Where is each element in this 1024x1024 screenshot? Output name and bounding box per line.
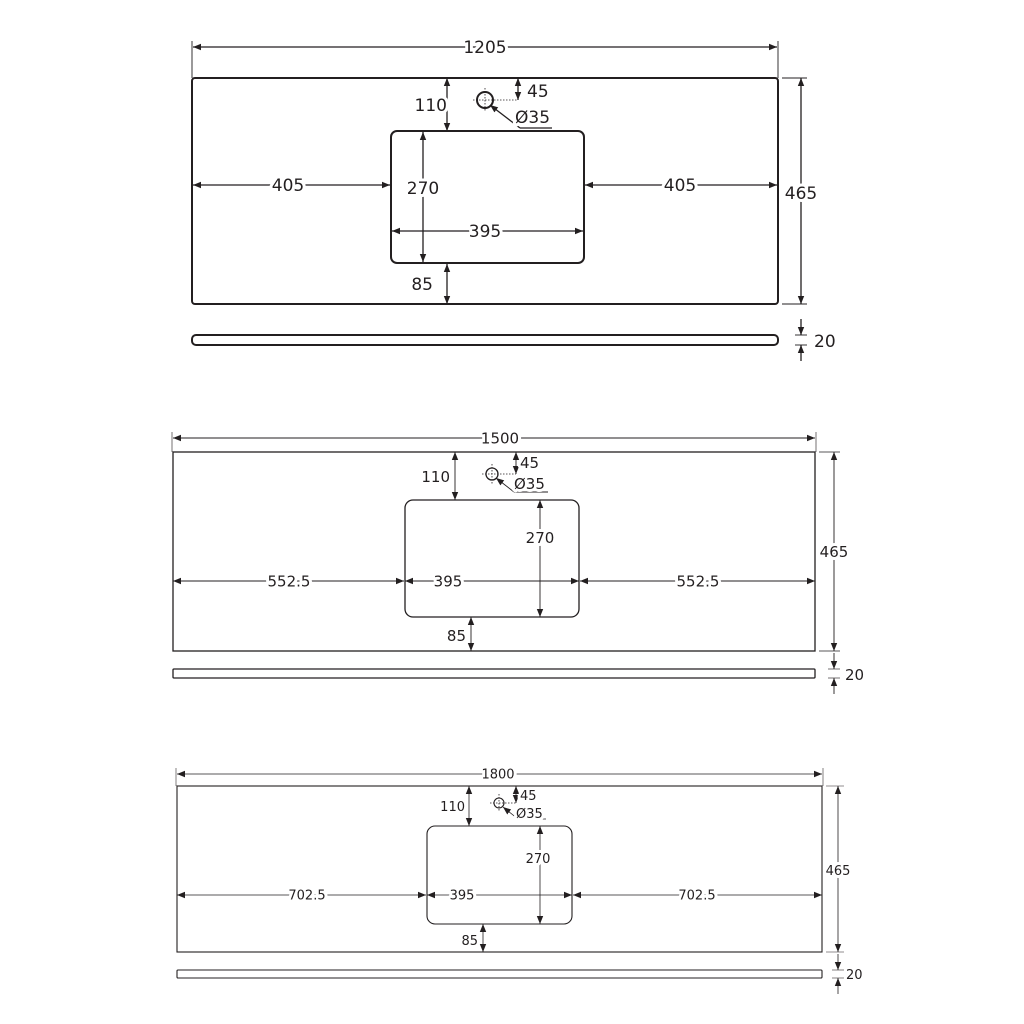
overall-width-label: 1800 — [481, 768, 514, 783]
basin-depth-label: 270 — [407, 179, 439, 199]
diameter-leader — [495, 477, 515, 493]
tap-offset-label: 110 — [415, 96, 447, 116]
right-offset-label: 552.5 — [677, 572, 720, 590]
vanity-top-outline — [176, 785, 823, 953]
overall-depth-label: 465 — [785, 184, 817, 204]
vanity-top-outline — [191, 77, 779, 305]
edge-profile — [176, 969, 823, 979]
basin-cutout — [390, 130, 585, 264]
front-edge-label: 85 — [461, 934, 478, 949]
left-offset-label: 702.5 — [288, 889, 325, 904]
thickness-label: 20 — [845, 666, 864, 684]
front-edge-label: 85 — [447, 627, 466, 645]
edge-profile — [191, 334, 779, 346]
tap-offset-label: 110 — [421, 468, 450, 486]
left-offset-label: 405 — [272, 176, 304, 196]
tap-diameter-label: Ø35 — [516, 807, 543, 822]
front-edge-label: 85 — [411, 275, 433, 295]
tap-diameter-label: Ø35 — [514, 475, 545, 493]
tap-diameter-label: Ø35 — [515, 108, 550, 128]
tap-offset-label: 110 — [440, 800, 465, 815]
right-offset-label: 405 — [664, 176, 696, 196]
edge-profile — [172, 668, 816, 679]
basin-width-label: 395 — [450, 889, 475, 904]
tap-edge-label: 45 — [527, 82, 549, 102]
thickness-label: 20 — [846, 968, 863, 983]
tap-edge-label: 45 — [520, 454, 539, 472]
thickness-label: 20 — [814, 332, 836, 352]
tap-edge-label: 45 — [520, 789, 537, 804]
basin-width-label: 395 — [434, 572, 463, 590]
overall-depth-label: 465 — [826, 864, 851, 879]
basin-width-label: 395 — [469, 222, 501, 242]
basin-cutout — [404, 499, 580, 618]
right-offset-label: 702.5 — [678, 889, 715, 904]
left-offset-label: 552.5 — [268, 572, 311, 590]
basin-depth-label: 270 — [526, 852, 551, 867]
basin-cutout — [426, 825, 573, 925]
basin-depth-label: 270 — [526, 529, 555, 547]
diameter-leader — [502, 806, 519, 820]
overall-width-label: 1205 — [463, 38, 506, 58]
diameter-leader — [489, 104, 521, 129]
vanity-top-outline — [172, 451, 816, 652]
overall-depth-label: 465 — [820, 543, 849, 561]
overall-width-label: 1500 — [481, 429, 519, 447]
